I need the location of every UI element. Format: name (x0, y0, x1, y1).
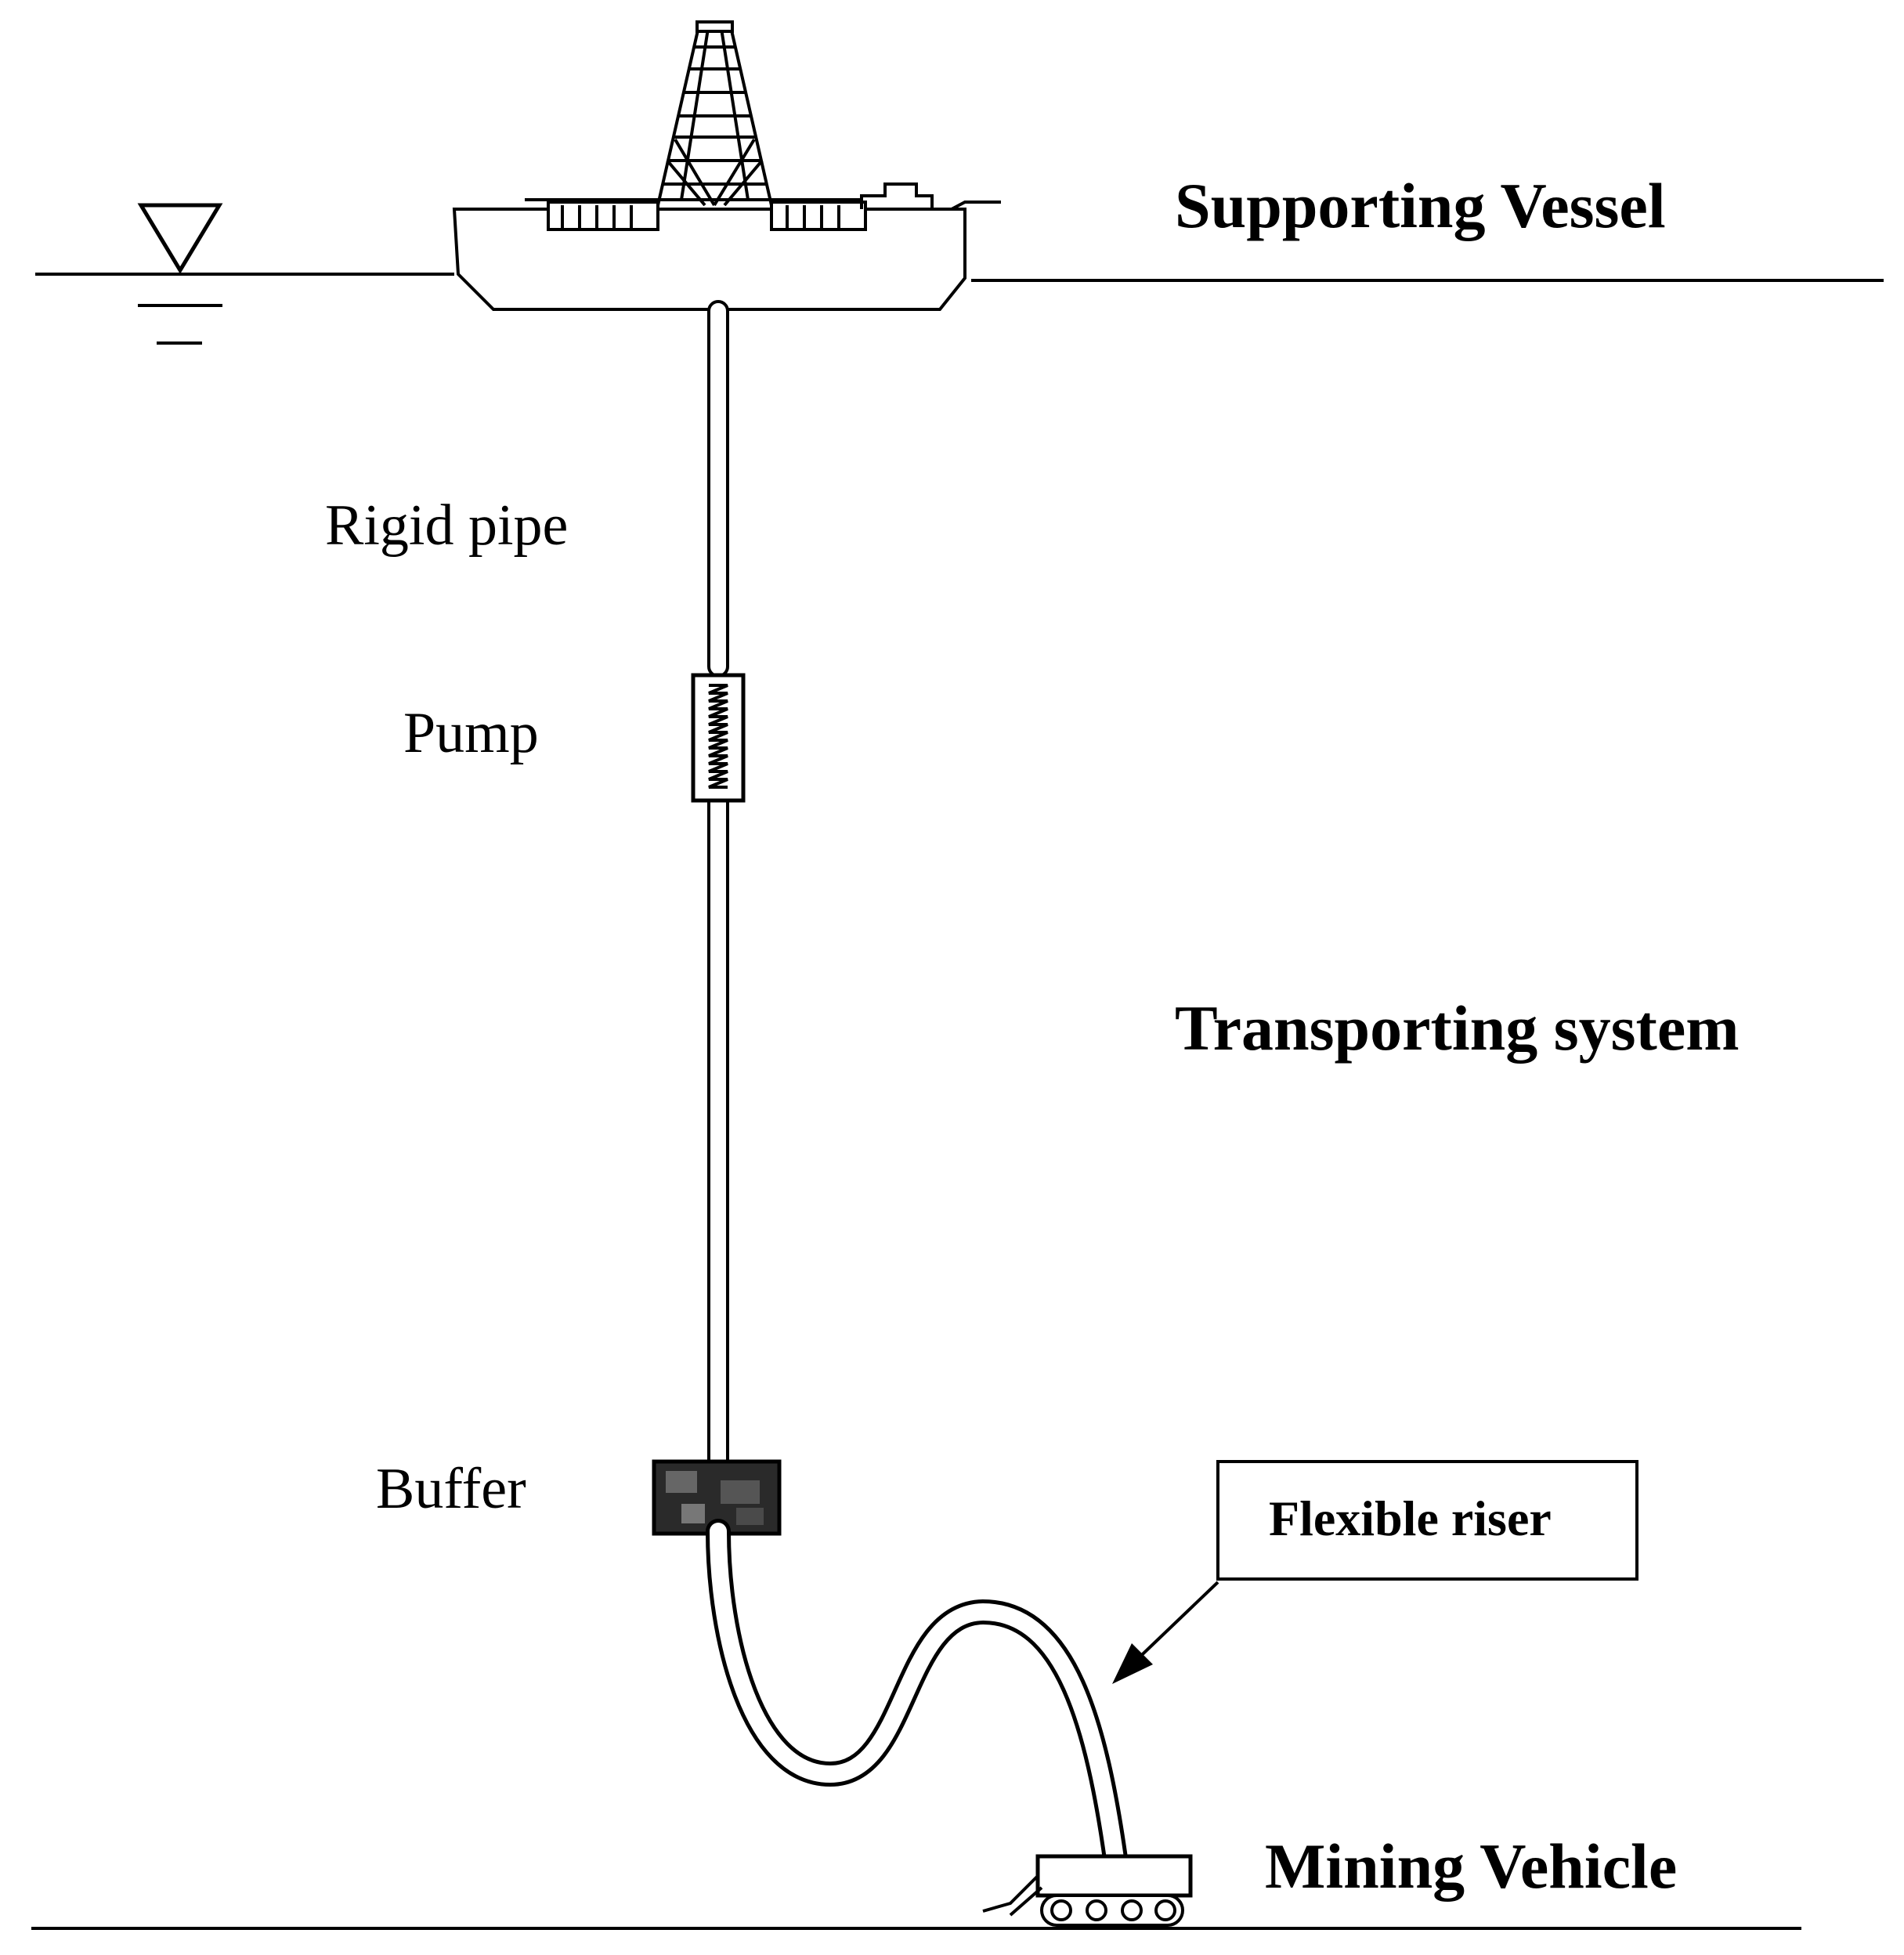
flexible-riser-callout (1112, 1460, 1638, 1684)
label-transporting-system: Transporting system (1175, 992, 1740, 1064)
pump-icon (691, 673, 746, 803)
sea-surface (35, 273, 1884, 282)
vessel-icon (452, 20, 1001, 311)
rigid-pipe (707, 300, 729, 1466)
label-supporting-vessel: Supporting Vessel (1175, 170, 1666, 241)
label-flexible-riser: Flexible riser (1269, 1491, 1552, 1546)
mining-vehicle-icon (982, 1854, 1193, 1927)
label-buffer: Buffer (376, 1457, 526, 1521)
derrick-icon (656, 20, 773, 207)
label-mining-vehicle: Mining Vehicle (1265, 1830, 1677, 1902)
label-rigid-pipe: Rigid pipe (325, 493, 568, 558)
flexible-riser (706, 1519, 1129, 1877)
label-pump: Pump (403, 701, 539, 765)
water-level-icon (137, 203, 223, 345)
